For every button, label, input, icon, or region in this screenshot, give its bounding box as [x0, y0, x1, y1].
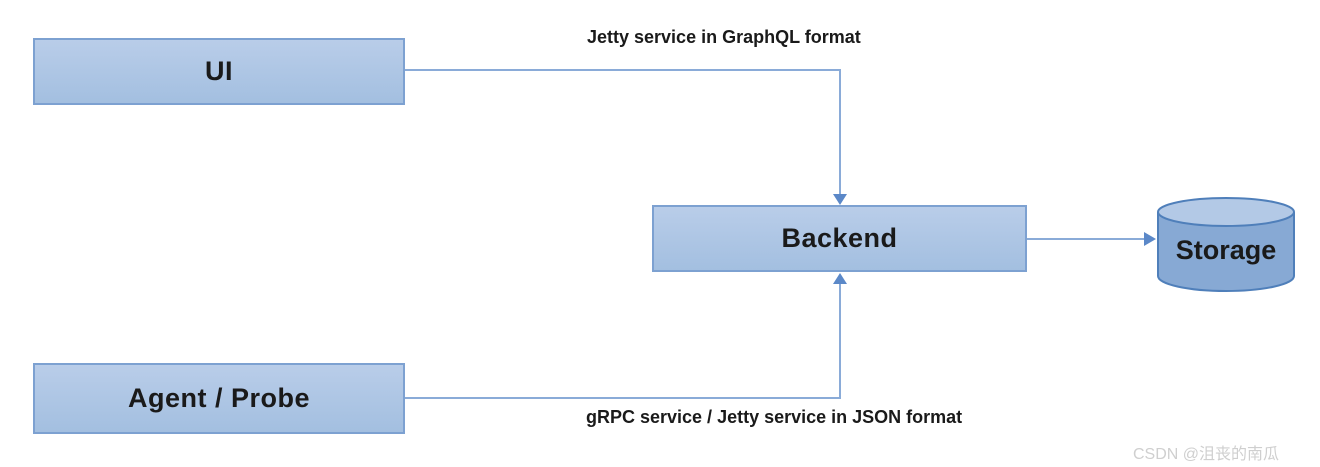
arrow-right-icon: [1144, 232, 1156, 246]
node-backend-label: Backend: [781, 223, 898, 253]
connector-ui-to-backend: [405, 69, 841, 195]
arrow-up-icon: [833, 273, 847, 284]
node-storage-label: Storage: [1175, 234, 1277, 265]
arrow-down-icon: [833, 194, 847, 205]
node-storage: Storage: [1155, 196, 1297, 294]
database-cylinder-icon: [1157, 197, 1295, 292]
connector-agent-to-backend: [405, 283, 841, 399]
edge-label-ui-backend: Jetty service in GraphQL format: [587, 27, 861, 47]
node-ui-label: UI: [205, 56, 233, 86]
node-agent-probe: Agent / Probe: [33, 363, 405, 434]
node-agent-probe-label: Agent / Probe: [127, 383, 310, 413]
edge-label-agent-backend: gRPC service / Jetty service in JSON for…: [586, 407, 963, 427]
watermark: CSDN @沮丧的南瓜: [1133, 446, 1280, 463]
node-backend: Backend: [652, 205, 1027, 272]
node-ui: UI: [33, 38, 405, 105]
